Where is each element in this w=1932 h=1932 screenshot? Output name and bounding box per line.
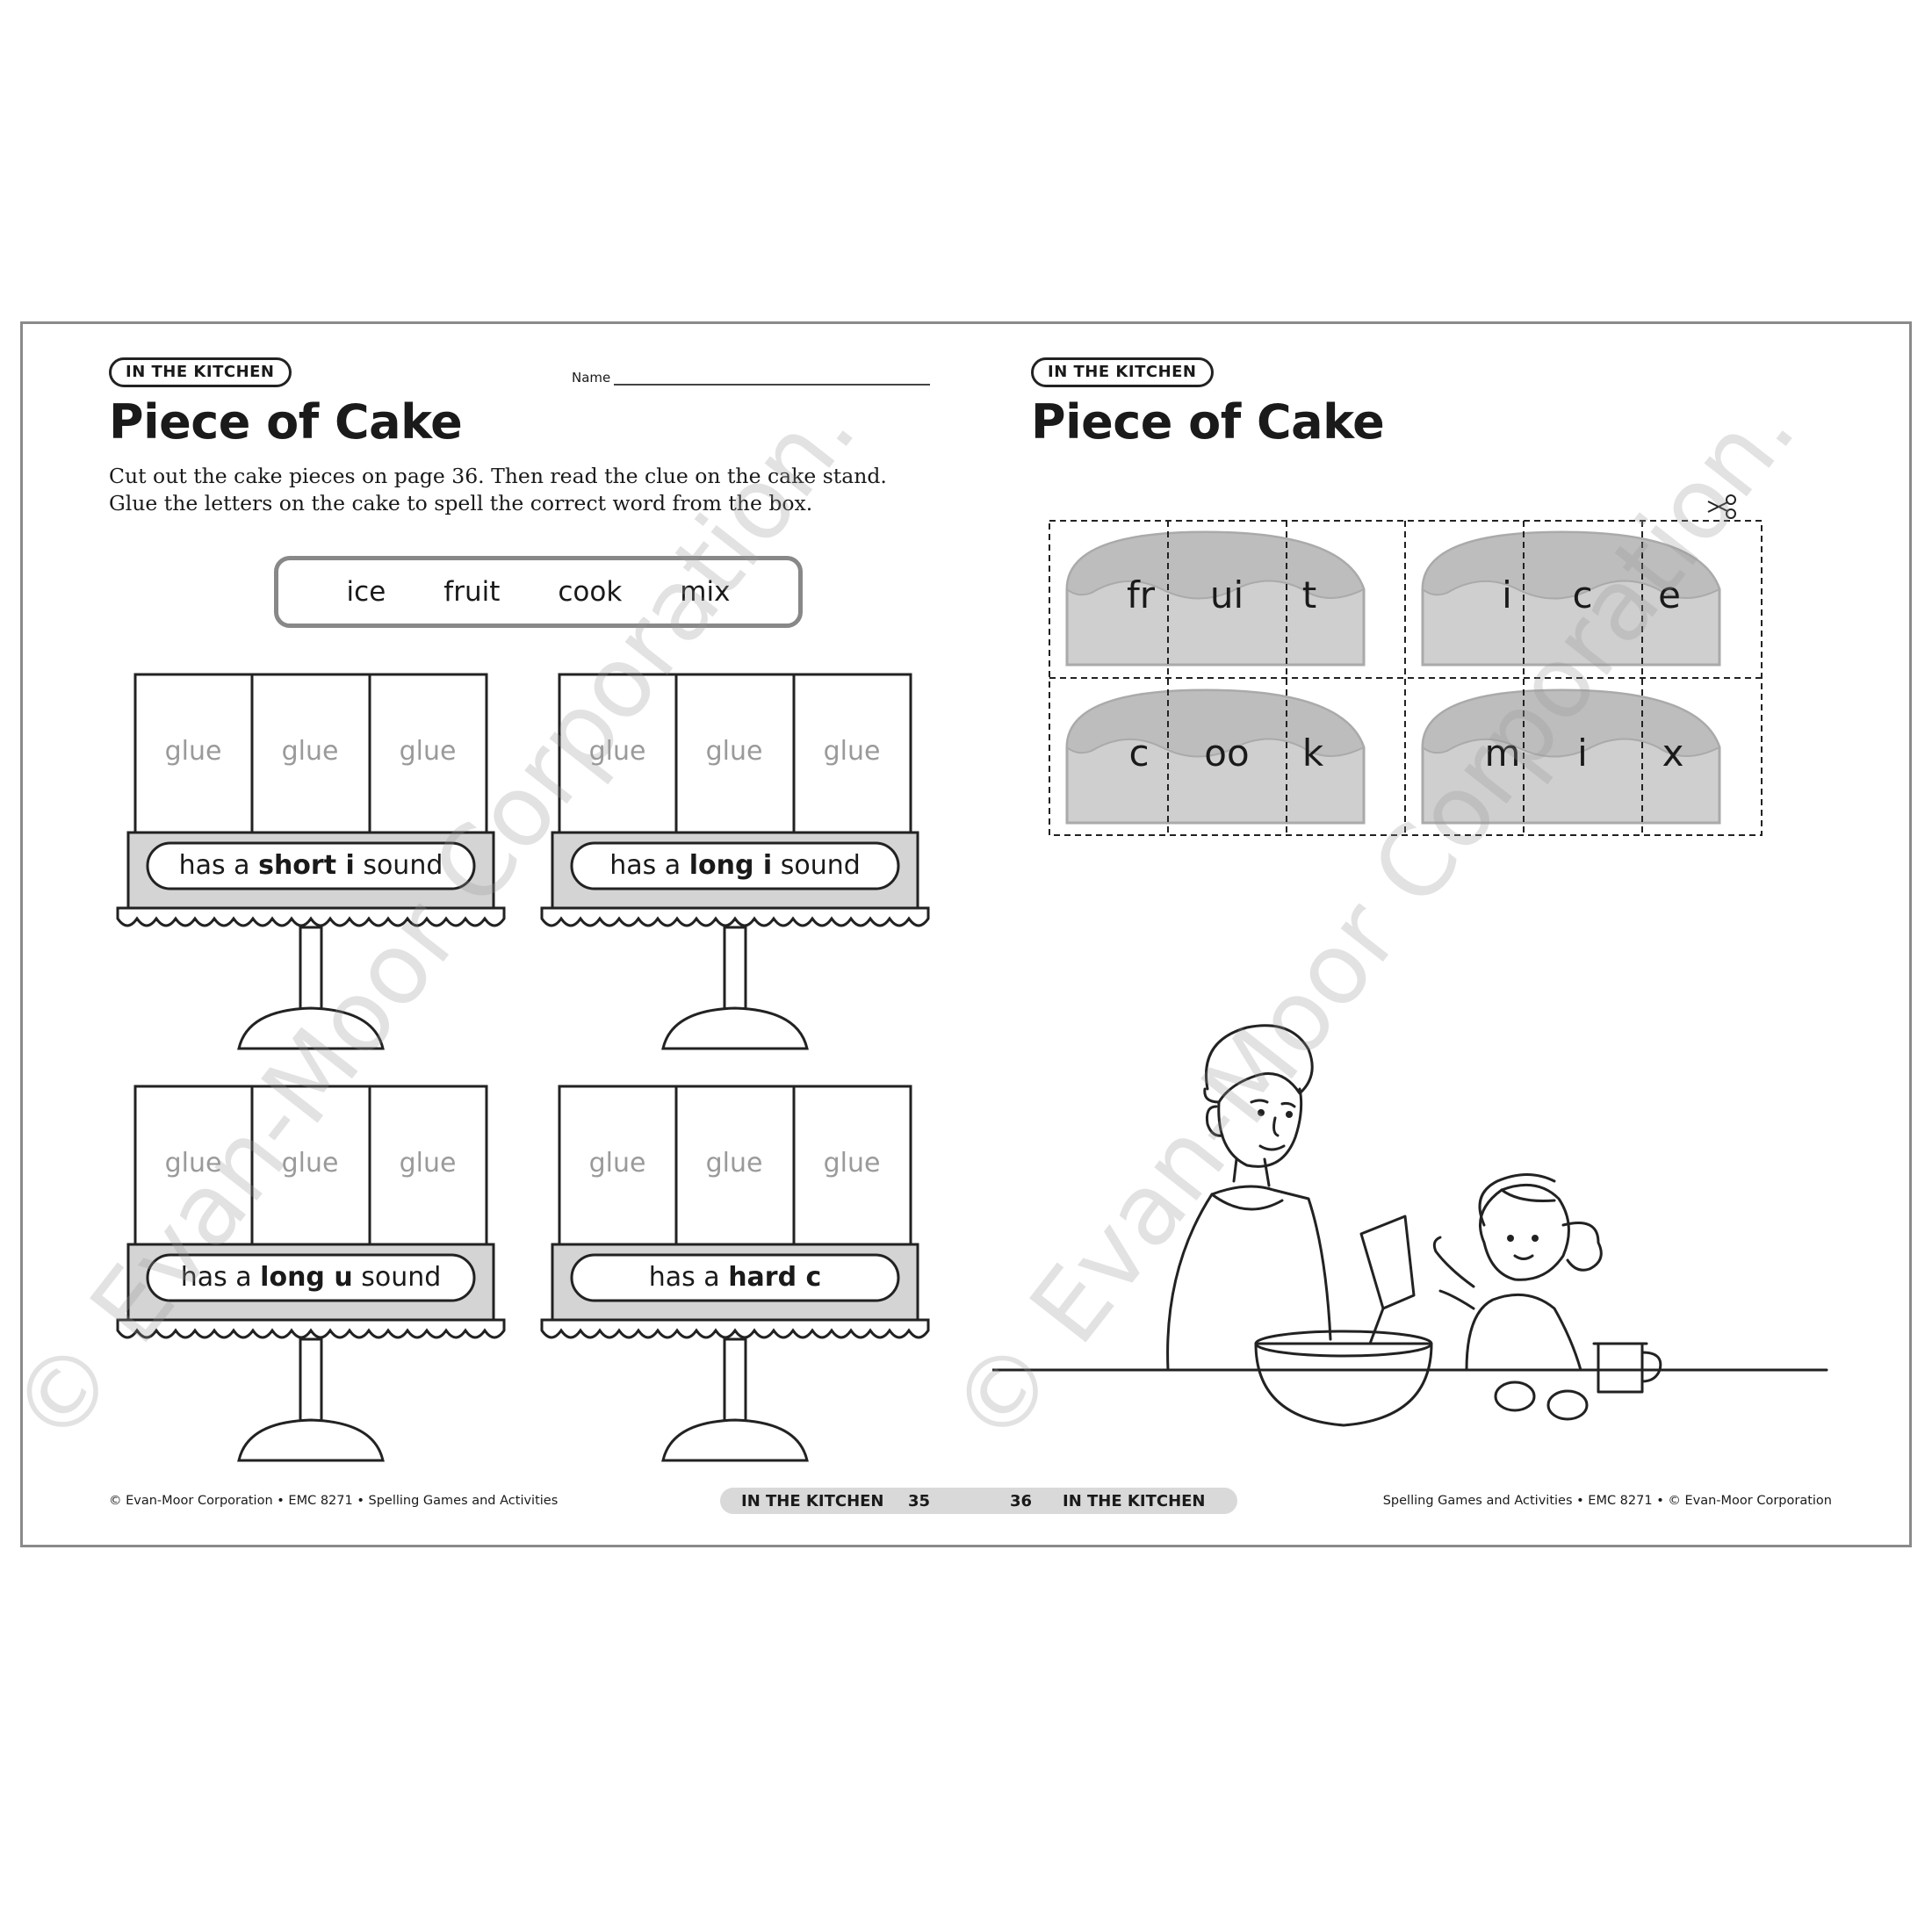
page-title: Piece of Cake [109, 394, 463, 450]
footer-credit: © Evan-Moor Corporation • EMC 8271 • Spe… [109, 1494, 559, 1508]
instruction-line: Glue the letters on the cake to spell th… [109, 491, 813, 515]
page-title: Piece of Cake [1031, 394, 1385, 450]
cutout-cake-pieces: fr ui t i c e c oo k m i x [1048, 494, 1763, 837]
word-mix: mix [680, 576, 731, 608]
glue-slot[interactable]: glue [705, 736, 763, 767]
glue-slot[interactable]: glue [588, 1148, 646, 1179]
piece-c[interactable]: c [1572, 573, 1593, 616]
word-cook: cook [558, 576, 623, 608]
footer-credit: Spelling Games and Activities • EMC 8271… [1382, 1494, 1832, 1508]
glue-slot[interactable]: glue [281, 736, 339, 767]
glue-slot[interactable]: glue [705, 1148, 763, 1179]
glue-slot[interactable]: glue [823, 736, 881, 767]
clue-label: has a short i sound [178, 850, 443, 881]
piece-oo[interactable]: oo [1204, 732, 1250, 775]
piece-ui[interactable]: ui [1209, 573, 1244, 616]
footer-pill-right [969, 1488, 1237, 1514]
piece-m[interactable]: m [1484, 732, 1521, 775]
page-number-35: 35 [908, 1492, 931, 1510]
piece-e[interactable]: e [1658, 573, 1681, 616]
name-field[interactable]: Name [572, 370, 931, 386]
piece-i[interactable]: i [1577, 732, 1588, 775]
cutout-drawing [1049, 520, 1763, 836]
page-36: IN THE KITCHEN Piece of Cake [969, 324, 1914, 1545]
footer-tag-right: IN THE KITCHEN [1063, 1492, 1206, 1510]
piece-fr[interactable]: fr [1126, 573, 1156, 616]
piece-c[interactable]: c [1128, 732, 1150, 775]
workbook-spread: IN THE KITCHEN Name Piece of Cake Cut ou… [20, 321, 1912, 1547]
page-35: IN THE KITCHEN Name Piece of Cake Cut ou… [23, 324, 969, 1545]
section-tag: IN THE KITCHEN [109, 357, 292, 387]
name-line[interactable] [614, 371, 931, 386]
glue-slot[interactable]: glue [823, 1148, 881, 1179]
instruction-line: Cut out the cake pieces on page 36. Then… [109, 464, 887, 488]
cake-stand-long-i: glue glue glue has a long i sound [540, 673, 930, 1050]
piece-x[interactable]: x [1662, 732, 1684, 775]
page-number-36: 36 [1010, 1492, 1033, 1510]
piece-t[interactable]: t [1301, 573, 1317, 616]
cake-stand-drawing [116, 673, 506, 1050]
piece-i[interactable]: i [1502, 573, 1512, 616]
clue-label: has a long u sound [180, 1262, 442, 1293]
cake-stand-short-i: glue glue glue has a short i sound [116, 673, 506, 1050]
word-fruit: fruit [443, 576, 501, 608]
word-ice: ice [346, 576, 386, 608]
glue-slot[interactable]: glue [399, 1148, 457, 1179]
baking-illustration [992, 1024, 1828, 1427]
clue-label: has a long i sound [609, 850, 861, 881]
cake-stand-drawing [540, 673, 930, 1050]
scissors-icon [1707, 494, 1736, 519]
glue-slot[interactable]: glue [164, 1148, 222, 1179]
instructions: Cut out the cake pieces on page 36. Then… [109, 463, 934, 517]
glue-slot[interactable]: glue [281, 1148, 339, 1179]
cake-stand-drawing [116, 1085, 506, 1462]
glue-slot[interactable]: glue [399, 736, 457, 767]
name-label: Name [572, 370, 611, 386]
clue-label: has a hard c [648, 1262, 822, 1293]
cake-stand-long-u: glue glue glue has a long u sound [116, 1085, 506, 1462]
footer-tag-left: IN THE KITCHEN [741, 1492, 884, 1510]
word-box: ice fruit cook mix [274, 556, 803, 628]
section-tag: IN THE KITCHEN [1031, 357, 1214, 387]
footer-pill-left [720, 1488, 969, 1514]
piece-k[interactable]: k [1301, 732, 1324, 775]
cake-stand-drawing [540, 1085, 930, 1462]
glue-slot[interactable]: glue [588, 736, 646, 767]
glue-slot[interactable]: glue [164, 736, 222, 767]
cake-stand-hard-c: glue glue glue has a hard c [540, 1085, 930, 1462]
